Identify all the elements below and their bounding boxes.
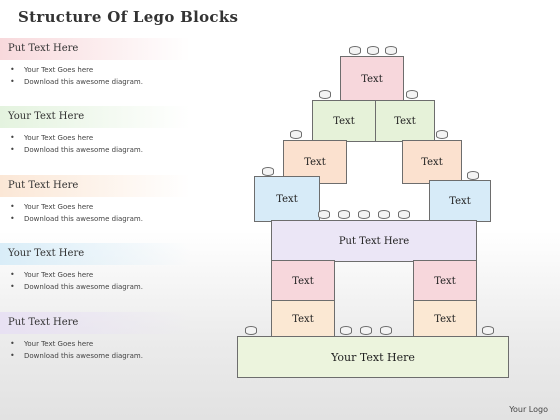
section-heading: Put Text Here [0,175,190,197]
bullet-text: Download this awesome diagram. [24,215,143,223]
bullet-text: Your Text Goes here [24,271,94,279]
lego-stud [245,326,257,335]
list-item: •Your Text Goes here [10,65,94,74]
list-item: •Download this awesome diagram. [10,77,143,86]
section-bullets: •Your Text Goes here •Download this awes… [0,201,190,225]
lego-stud [360,326,372,335]
bullet-text: Your Text Goes here [24,66,94,74]
lego-stud [367,46,379,55]
bullet-text: Download this awesome diagram. [24,146,143,154]
lego-block-pillar-left-upper: Text [271,260,335,302]
lego-block-row4-right: Text [429,180,491,222]
lego-stud [340,326,352,335]
lego-stud [467,171,479,180]
lego-block-row2-right: Text [375,100,435,142]
lego-stud [406,90,418,99]
lego-stud [380,326,392,335]
section-bullets: •Your Text Goes here •Download this awes… [0,338,190,362]
bullet-text: Your Text Goes here [24,203,94,211]
section-heading: Put Text Here [0,38,190,60]
lego-stud [385,46,397,55]
list-item: •Your Text Goes here [10,202,94,211]
section-heading: Put Text Here [0,312,190,334]
list-item: •Your Text Goes here [10,133,94,142]
lego-block-top: Text [340,56,404,102]
lego-stud [290,130,302,139]
lego-stud [482,326,494,335]
list-item: •Your Text Goes here [10,270,94,279]
page-title: Structure Of Lego Blocks [18,8,239,26]
list-item: •Download this awesome diagram. [10,214,143,223]
section-heading: Your Text Here [0,106,190,128]
bullet-text: Download this awesome diagram. [24,78,143,86]
lego-stud [398,210,410,219]
lego-stud [338,210,350,219]
lego-block-row4-left: Text [254,176,320,222]
lego-block-base: Your Text Here [237,336,509,378]
section-4: Your Text Here •Your Text Goes here •Dow… [0,243,190,293]
section-5: Put Text Here •Your Text Goes here •Down… [0,312,190,362]
section-bullets: •Your Text Goes here •Download this awes… [0,269,190,293]
list-item: •Your Text Goes here [10,339,94,348]
lego-block-middle: Put Text Here [271,220,477,262]
bullet-text: Your Text Goes here [24,134,94,142]
section-1: Put Text Here •Your Text Goes here •Down… [0,38,190,88]
lego-stud [262,167,274,176]
lego-stud [319,90,331,99]
bullet-text: Download this awesome diagram. [24,352,143,360]
lego-stud [378,210,390,219]
section-2: Your Text Here •Your Text Goes here •Dow… [0,106,190,156]
lego-stud [436,130,448,139]
lego-block-pillar-right-lower: Text [413,300,477,338]
lego-block-pillar-right-upper: Text [413,260,477,302]
footer-logo: Your Logo [509,405,548,414]
list-item: •Download this awesome diagram. [10,351,143,360]
lego-stud [318,210,330,219]
section-bullets: •Your Text Goes here •Download this awes… [0,132,190,156]
lego-block-pillar-left-lower: Text [271,300,335,338]
lego-stud [349,46,361,55]
lego-block-row3-right: Text [402,140,462,184]
list-item: •Download this awesome diagram. [10,145,143,154]
lego-stud [358,210,370,219]
section-3: Put Text Here •Your Text Goes here •Down… [0,175,190,225]
section-bullets: •Your Text Goes here •Download this awes… [0,64,190,88]
list-item: •Download this awesome diagram. [10,282,143,291]
bullet-text: Download this awesome diagram. [24,283,143,291]
section-heading: Your Text Here [0,243,190,265]
bullet-text: Your Text Goes here [24,340,94,348]
lego-block-row2-left: Text [312,100,376,142]
